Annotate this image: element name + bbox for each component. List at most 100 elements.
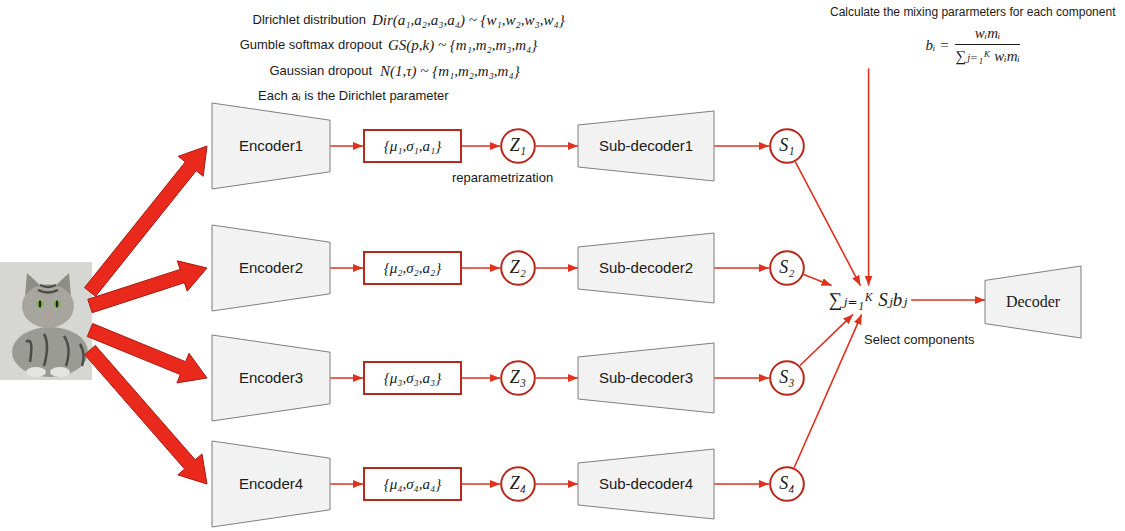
formula-heading: Calculate the mixing pararmeters for eac…	[830, 5, 1115, 19]
parameter-box: {μ₂,σ₂,a₂}	[363, 251, 462, 285]
latent-circle-text: Z₄	[510, 473, 526, 495]
encoder-block-text: Encoder1	[239, 137, 303, 155]
sum-formula-text: ∑ⱼ₌₁ᴷ Sⱼbⱼ	[829, 289, 907, 312]
flow-arrow	[911, 299, 985, 301]
trapezoid-shape	[212, 335, 330, 421]
formula-lhs: bᵢ =	[926, 36, 950, 54]
flow-arrow	[714, 483, 769, 485]
flow-arrow	[794, 314, 861, 467]
cat-stripe	[40, 285, 56, 287]
method-name: Gumble softmax dropout	[240, 37, 382, 53]
method-name: Gaussian dropout	[269, 63, 372, 79]
cat-photo	[0, 262, 92, 380]
flow-arrow	[536, 377, 578, 379]
trapezoid-shape	[578, 449, 714, 519]
subdecoder-block: Sub-decoder3	[578, 343, 714, 413]
parameter-box: {μ₁,σ₁,a₁}	[363, 129, 462, 163]
sample-circle: S₃	[769, 360, 805, 396]
subdecoder-block: Sub-decoder2	[578, 233, 714, 303]
flow-arrow	[536, 483, 578, 485]
photo-background	[0, 262, 92, 380]
flow-arrow	[330, 483, 363, 485]
latent-circle: Z₄	[500, 466, 536, 502]
sample-circle-text: S₁	[779, 135, 794, 157]
method-name: Dlrichlet distribution	[253, 12, 366, 28]
sample-circle-text: S₄	[779, 473, 794, 495]
formula-block: Calculate the mixing pararmeters for eac…	[826, 2, 1119, 68]
encoder-block: Encoder1	[212, 103, 330, 189]
sample-circle: S₄	[769, 466, 805, 502]
circle-shape	[770, 467, 804, 501]
cat-stripe	[38, 290, 58, 293]
subdecoder-block-text: Sub-decoder2	[599, 259, 693, 277]
subdecoder-block: Sub-decoder1	[578, 111, 714, 181]
subdecoder-block: Sub-decoder4	[578, 449, 714, 519]
circle-shape	[501, 129, 535, 163]
subdecoder-block-text: Sub-decoder1	[599, 137, 693, 155]
fraction-denominator: ∑ⱼ₌₁ᴷ wᵢmᵢ	[955, 47, 1020, 65]
cat-head	[22, 284, 74, 328]
note-text: Select components	[864, 332, 975, 348]
sum-formula: ∑ⱼ₌₁ᴷ Sⱼbⱼ	[825, 286, 911, 315]
flow-arrow	[868, 68, 870, 285]
sample-circle: S₂	[769, 250, 805, 286]
flow-arrow	[536, 145, 578, 147]
decoder-block-text: Decoder	[1006, 292, 1060, 311]
trapezoid-shape	[212, 103, 330, 189]
parameter-box: {μ₃,σ₃,a₃}	[363, 361, 462, 395]
flow-arrow	[536, 267, 578, 269]
input-arrow	[85, 345, 207, 484]
flow-arrow	[795, 162, 860, 286]
flow-arrow	[462, 145, 500, 147]
trapezoid-shape	[212, 225, 330, 311]
circle-shape	[770, 251, 804, 285]
cat-paw	[50, 367, 70, 377]
formula-text: GS(p,k) ~ {m₁,m₂,m₃,m₄}	[388, 36, 537, 54]
trapezoid-shape	[578, 233, 714, 303]
latent-circle: Z₁	[500, 128, 536, 164]
input-arrow	[88, 261, 207, 313]
flow-arrow	[462, 267, 500, 269]
formula-text: N(1,τ) ~ {m₁,m₂,m₃,m₄}	[380, 62, 520, 80]
sample-circle-text: S₂	[779, 257, 794, 279]
circle-shape	[501, 361, 535, 395]
encoder-block: Encoder3	[212, 335, 330, 421]
flow-arrow	[804, 275, 832, 286]
trapezoid-shape	[578, 343, 714, 413]
cat-pupil	[56, 301, 59, 308]
formula-row: bᵢ = wᵢmᵢ ∑ⱼ₌₁ᴷ wᵢmᵢ	[926, 24, 1020, 65]
cat-pupil	[39, 301, 42, 308]
parameter-box-text: {μ₁,σ₁,a₁}	[384, 137, 442, 155]
encoder-block-text: Encoder2	[239, 259, 303, 277]
trapezoid-shape	[212, 441, 330, 527]
cat-stripe	[64, 336, 69, 366]
parameter-box-text: {μ₂,σ₂,a₂}	[384, 259, 442, 277]
subdecoder-block-text: Sub-decoder3	[599, 369, 693, 387]
cat-eye	[36, 300, 44, 308]
flow-arrow	[462, 483, 500, 485]
encoder-block-text: Encoder4	[239, 475, 303, 493]
cat-stripe	[80, 344, 84, 366]
flow-arrow	[714, 377, 769, 379]
fraction-numerator: wᵢmᵢ	[975, 24, 1001, 42]
fraction: wᵢmᵢ ∑ⱼ₌₁ᴷ wᵢmᵢ	[955, 24, 1020, 65]
latent-circle-text: Z₁	[510, 135, 526, 157]
cat-paw	[26, 367, 46, 377]
circle-shape	[770, 361, 804, 395]
flow-arrow	[800, 314, 853, 365]
flow-arrow	[330, 145, 363, 147]
cat-eye	[53, 300, 61, 308]
circle-shape	[770, 129, 804, 163]
flow-arrow	[714, 145, 769, 147]
flow-arrow	[714, 267, 769, 269]
subdecoder-block-text: Sub-decoder4	[599, 475, 693, 493]
parameter-box-text: {μ₄,σ₄,a₄}	[384, 475, 442, 493]
encoder-block-text: Encoder3	[239, 369, 303, 387]
parameter-box: {μ₄,σ₄,a₄}	[363, 467, 462, 501]
note-text: reparametrization	[452, 170, 553, 186]
flow-arrow	[330, 377, 363, 379]
